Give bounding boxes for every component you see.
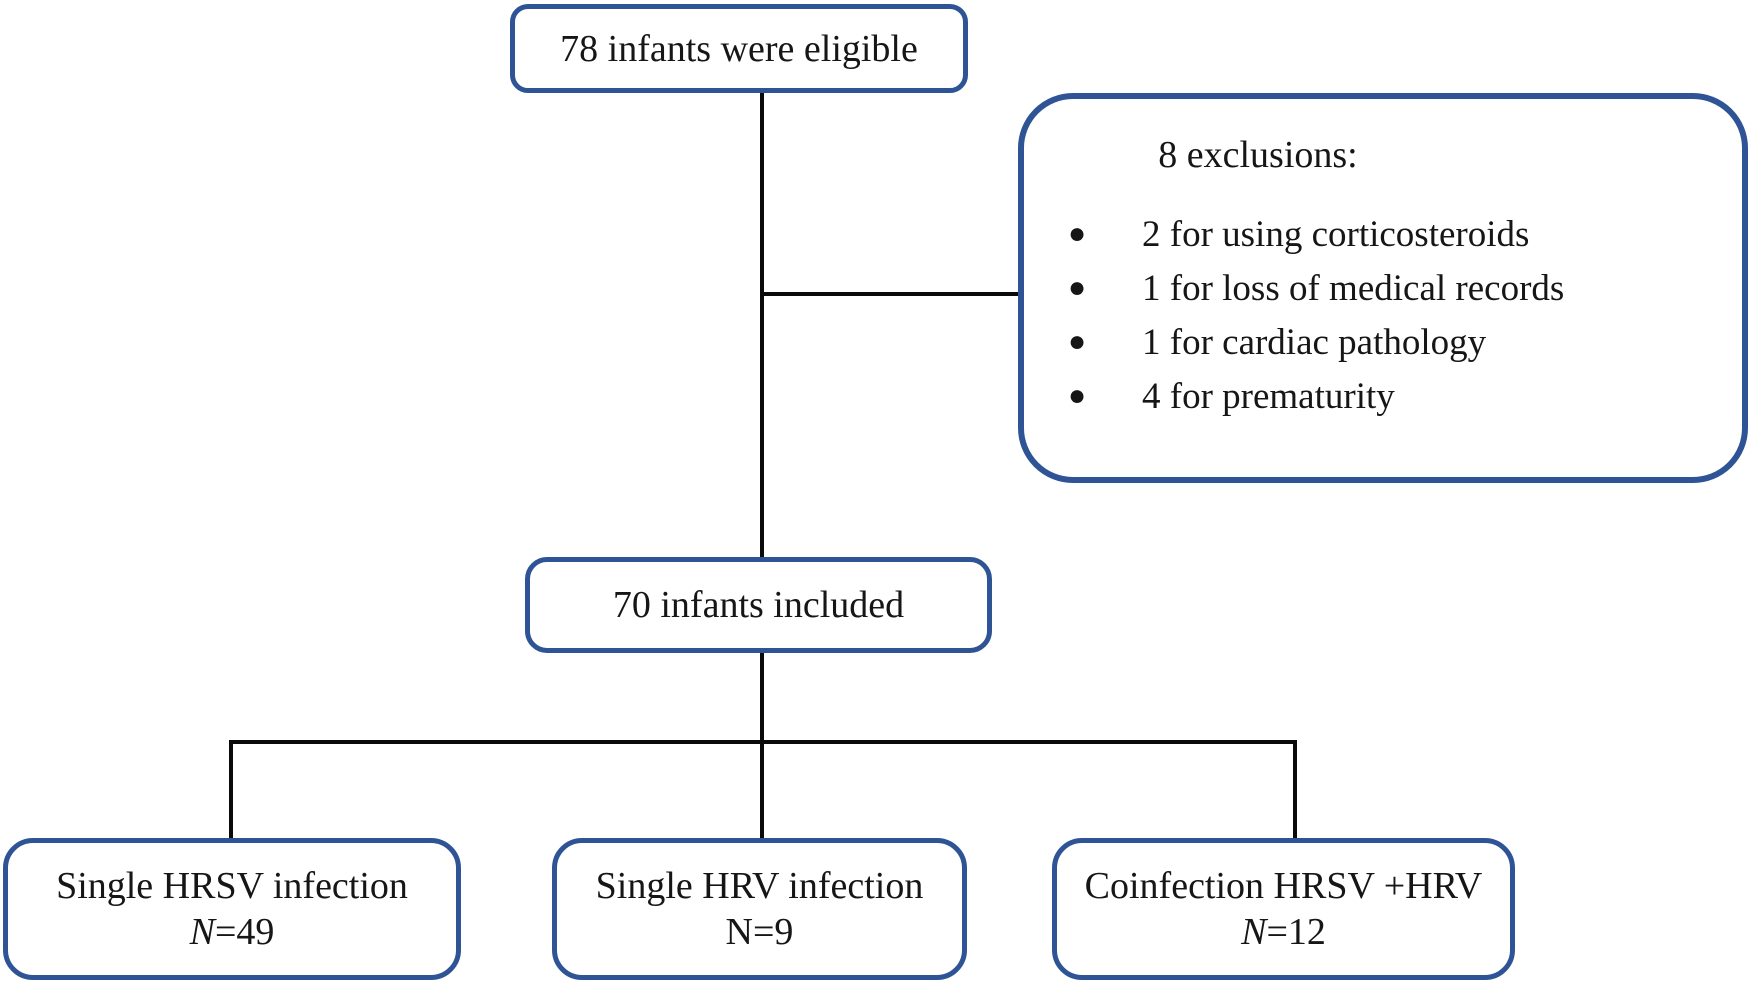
exclusion-text: 1 for cardiac pathology xyxy=(1142,321,1487,363)
connector-eligible-to-included xyxy=(760,90,764,559)
list-item: ● 1 for cardiac pathology xyxy=(1068,315,1742,369)
connector-included-to-branch xyxy=(760,650,764,840)
connector-branch-horizontal xyxy=(229,740,1297,744)
bullet-icon: ● xyxy=(1068,217,1087,250)
list-item: ● 1 for loss of medical records xyxy=(1068,261,1742,315)
n-symbol: N xyxy=(725,911,753,953)
node-single-hrv-label: Single HRV infection xyxy=(595,864,924,907)
exclusions-title: 8 exclusions: xyxy=(1158,134,1358,176)
bullet-icon: ● xyxy=(1068,325,1087,358)
connector-branch-left-drop xyxy=(229,740,233,840)
bullet-icon: ● xyxy=(1068,379,1087,412)
node-coinfection: Coinfection HRSV +HRV N=12 xyxy=(1052,838,1515,980)
node-coinfection-label: Coinfection HRSV +HRV xyxy=(1084,864,1483,907)
node-single-hrsv-count: N=49 xyxy=(190,909,275,955)
exclusion-text: 1 for loss of medical records xyxy=(1142,267,1565,309)
node-coinfection-count: N=12 xyxy=(1241,909,1326,955)
exclusions-list: ● 2 for using corticosteroids ● 1 for lo… xyxy=(1068,207,1742,423)
exclusion-text: 2 for using corticosteroids xyxy=(1142,213,1530,255)
node-exclusions: 8 exclusions: ● 2 for using corticostero… xyxy=(1018,93,1748,483)
node-eligible: 78 infants were eligible xyxy=(510,4,968,93)
node-included: 70 infants included xyxy=(525,557,992,653)
n-value: =49 xyxy=(214,911,275,953)
connector-to-exclusions xyxy=(762,292,1020,296)
node-eligible-label: 78 infants were eligible xyxy=(560,27,918,70)
node-included-label: 70 infants included xyxy=(612,584,905,626)
n-symbol: N xyxy=(1241,911,1267,953)
list-item: ● 2 for using corticosteroids xyxy=(1068,207,1742,261)
node-single-hrv: Single HRV infection N=9 xyxy=(552,838,967,980)
n-value: =9 xyxy=(753,911,794,953)
node-single-hrsv-label: Single HRSV infection xyxy=(56,864,408,907)
node-single-hrv-count: N=9 xyxy=(726,909,794,955)
n-symbol: N xyxy=(189,911,215,953)
exclusion-text: 4 for prematurity xyxy=(1142,375,1395,417)
connector-branch-right-drop xyxy=(1293,740,1297,840)
node-single-hrsv: Single HRSV infection N=49 xyxy=(3,838,461,980)
n-value: =12 xyxy=(1266,911,1326,953)
list-item: ● 4 for prematurity xyxy=(1068,369,1742,423)
bullet-icon: ● xyxy=(1068,271,1087,304)
